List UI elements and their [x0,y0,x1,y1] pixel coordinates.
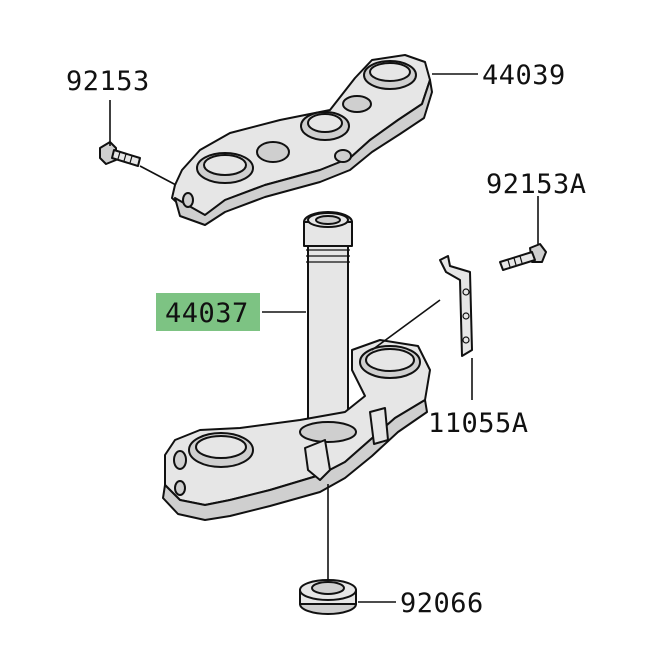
label-92153a: 92153A [486,169,587,200]
side-bolt[interactable] [499,243,547,271]
bracket-plate[interactable] [439,255,473,357]
stem-nut[interactable] [299,579,357,615]
steering-stem[interactable] [303,211,353,441]
label-44037: 44037 [165,298,249,329]
upper-bolt[interactable] [99,141,141,167]
lower-bracket[interactable] [162,339,431,521]
label-92153: 92153 [66,66,150,97]
upper-bracket[interactable] [171,54,433,226]
leader-lines [109,73,539,603]
highlight-44037 [156,293,260,331]
label-92066: 92066 [400,588,484,619]
label-44039: 44039 [482,60,566,91]
label-11055a: 11055A [428,408,529,439]
